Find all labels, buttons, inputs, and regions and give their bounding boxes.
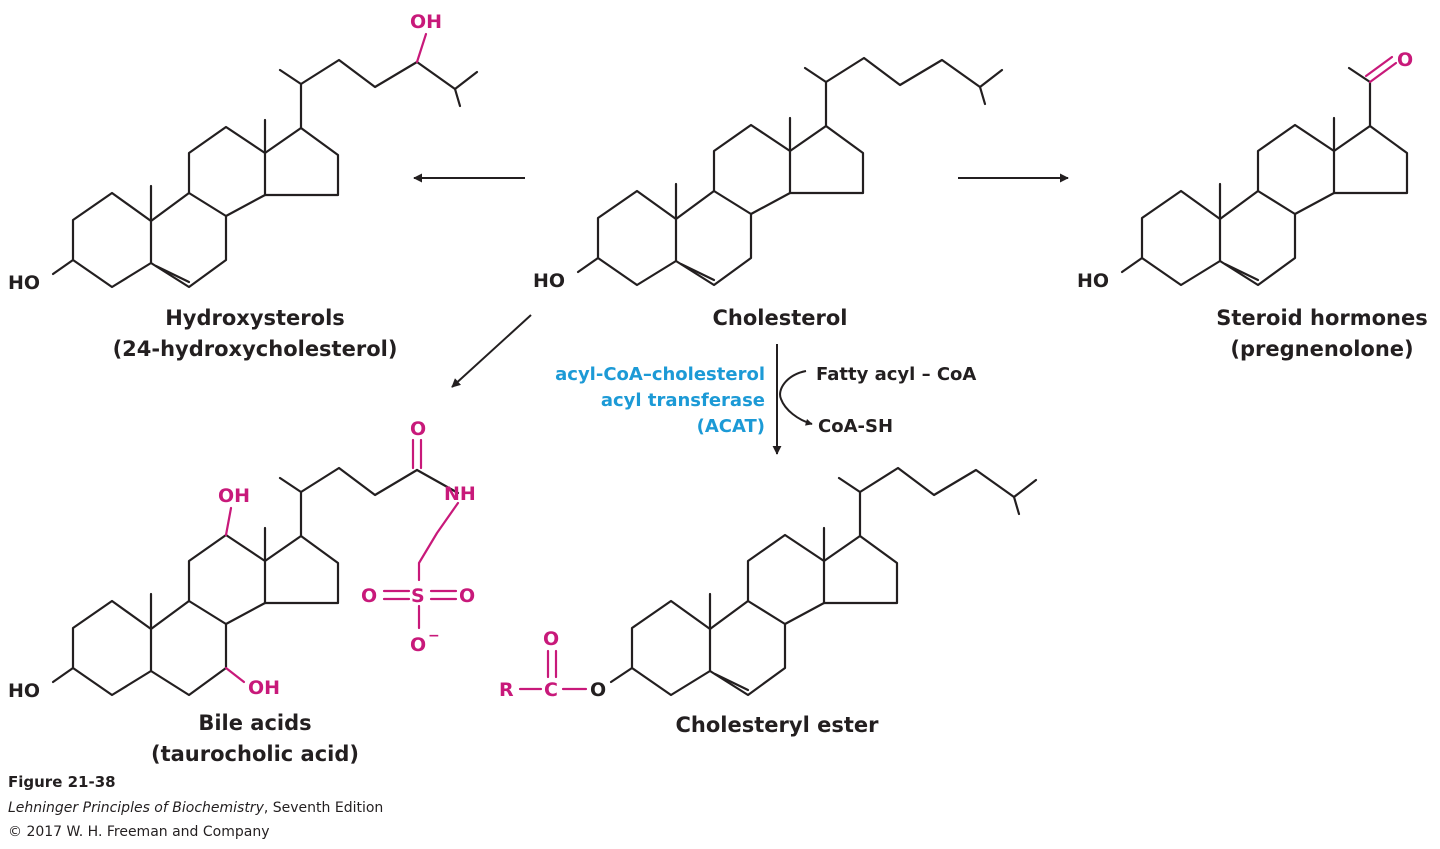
coa-sh-label: CoA-SH (818, 416, 893, 437)
pregnenolone-o-label: O (1397, 49, 1413, 71)
bile-nh-label: NH (444, 483, 476, 505)
hydroxysterol-ho-label: HO (8, 272, 40, 294)
book-citation: Lehninger Principles of Biochemistry, Se… (8, 800, 383, 816)
fatty-acyl-coa-label: Fatty acyl – CoA (816, 364, 976, 385)
book-title: Lehninger Principles of Biochemistry (8, 800, 265, 816)
steroid-hormones-example: (pregnenolone) (1230, 337, 1413, 361)
steroid-hormones-name: Steroid hormones (1216, 306, 1427, 330)
ester-link-o-label: O (590, 679, 606, 701)
ester-carbonyl-o-label: O (543, 628, 559, 650)
hydroxysterol-structure: HO OH (8, 11, 479, 294)
cofactor-curved-arrow (779, 370, 813, 426)
bile-s-label: S (411, 585, 425, 607)
enzyme-label-line1: acyl-CoA–cholesterol (555, 364, 765, 385)
bile-ho-label: HO (8, 680, 40, 702)
hydroxysterol-oh-label: OH (410, 11, 442, 33)
copyright-line: © 2017 W. H. Freeman and Company (8, 824, 270, 840)
bile-oh12-label: OH (218, 485, 250, 507)
bile-amide-o-label: O (410, 418, 426, 440)
hydroxysterol-example: (24-hydroxycholesterol) (113, 337, 398, 361)
figure-number: Figure 21-38 (8, 773, 116, 791)
pregnenolone-ho-label: HO (1077, 270, 1109, 292)
cholesterol-structure: HO (533, 56, 1004, 292)
bile-acids-name: Bile acids (198, 711, 311, 735)
ester-r-label: R (499, 679, 514, 701)
bile-negative-charge: − (428, 628, 440, 644)
bile-o-right-label: O (459, 585, 475, 607)
enzyme-label-line2: acyl transferase (601, 390, 765, 411)
book-edition: , Seventh Edition (264, 800, 383, 816)
cholesterol-ho-label: HO (533, 270, 565, 292)
cholesterol-name: Cholesterol (713, 306, 848, 330)
cholesteryl-ester-name: Cholesteryl ester (676, 713, 880, 737)
bile-o-minus-label: O (410, 634, 426, 656)
taurocholic-acid-structure: HO OH OH O NH S O O O − (8, 418, 476, 702)
pregnenolone-structure: HO O (1077, 49, 1413, 292)
bile-o-left-label: O (361, 585, 377, 607)
ester-c-label: C (544, 679, 558, 701)
bile-oh7-label: OH (248, 677, 280, 699)
arrow-to-bile-acids (451, 314, 532, 388)
cholesteryl-ester-structure: R C O O (499, 466, 1038, 701)
bile-acids-example: (taurocholic acid) (151, 742, 359, 766)
hydroxysterol-name: Hydroxysterols (165, 306, 345, 330)
enzyme-label-line3: (ACAT) (697, 416, 765, 437)
